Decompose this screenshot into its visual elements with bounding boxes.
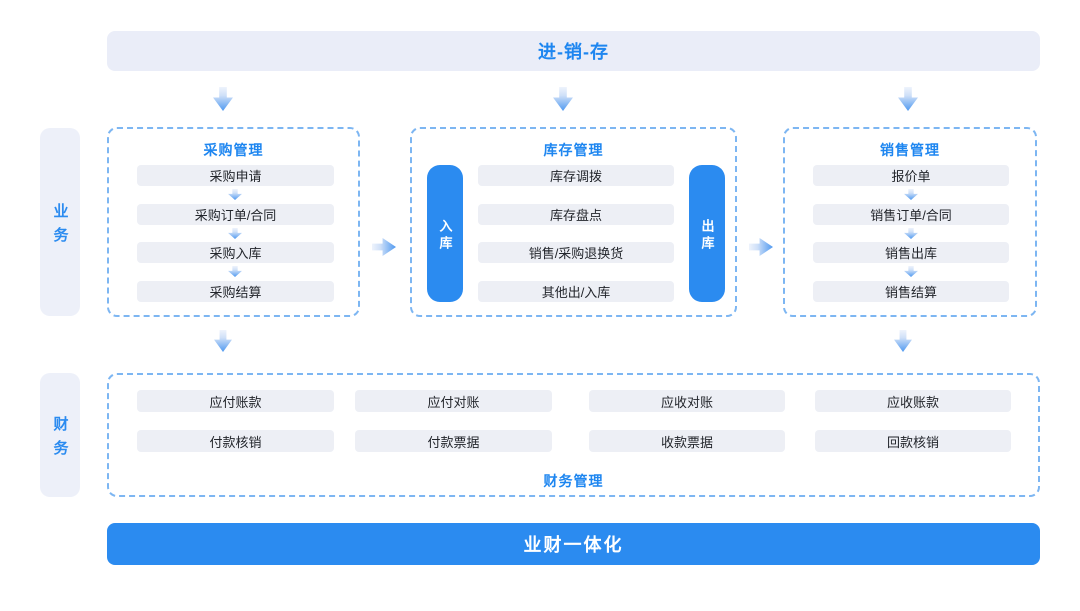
node-sales-order-contract: 销售订单/合同 [813, 204, 1009, 225]
step-arrow-icon [904, 189, 918, 200]
section-sales-title: 销售管理 [880, 142, 940, 158]
section-inventory: 库存管理 入库 库存调拨 库存盘点 销售/采购退换货 其他出/入库 出库 [410, 127, 737, 317]
side-label-business: 业务 [40, 128, 80, 316]
arrow-down-to-sales-icon [898, 87, 918, 111]
node-purchase-order-contract: 采购订单/合同 [137, 204, 334, 225]
inbound-pill-label: 入库 [437, 218, 453, 253]
node-accounts-receivable: 应收账款 [815, 390, 1011, 412]
node-purchase-inbound: 采购入库 [137, 242, 334, 263]
section-procurement-title: 采购管理 [203, 142, 264, 158]
node-payment-bills: 付款票据 [355, 430, 552, 452]
node-sales-purchase-returns: 销售/采购退换货 [478, 242, 674, 263]
node-payment-writeoff: 付款核销 [137, 430, 334, 452]
step-arrow-icon [228, 266, 242, 277]
node-receivable-reconciliation: 应收对账 [589, 390, 785, 412]
side-label-business-text: 业务 [51, 202, 69, 251]
top-banner-label: 进-销-存 [538, 42, 609, 62]
arrow-down-to-procurement-icon [213, 87, 233, 111]
arrow-sales-to-finance-icon [894, 330, 912, 352]
section-sales: 销售管理 报价单 销售订单/合同 销售出库 销售结算 [783, 127, 1037, 317]
arrow-down-to-inventory-icon [553, 87, 573, 111]
top-banner: 进-销-存 [107, 31, 1040, 71]
node-purchase-settlement: 采购结算 [137, 281, 334, 302]
arrow-procurement-to-finance-icon [214, 330, 232, 352]
bottom-banner: 业财一体化 [107, 523, 1040, 565]
outbound-pill-label: 出库 [699, 218, 715, 253]
arrow-procurement-to-inventory-icon [372, 238, 396, 256]
section-finance-title: 财务管理 [543, 473, 604, 489]
node-stock-transfer: 库存调拨 [478, 165, 674, 186]
section-procurement: 采购管理 采购申请 采购订单/合同 采购入库 采购结算 [107, 127, 360, 317]
step-arrow-icon [228, 228, 242, 239]
node-sales-settlement: 销售结算 [813, 281, 1009, 302]
node-purchase-request: 采购申请 [137, 165, 334, 186]
node-quotation: 报价单 [813, 165, 1009, 186]
section-inventory-title: 库存管理 [543, 142, 604, 158]
inbound-pill: 入库 [427, 165, 463, 302]
node-accounts-payable: 应付账款 [137, 390, 334, 412]
node-other-in-out: 其他出/入库 [478, 281, 674, 302]
arrow-inventory-to-sales-icon [749, 238, 773, 256]
step-arrow-icon [228, 189, 242, 200]
bottom-banner-label: 业财一体化 [523, 535, 624, 555]
node-payable-reconciliation: 应付对账 [355, 390, 552, 412]
side-label-finance: 财务 [40, 373, 80, 497]
node-collection-writeoff: 回款核销 [815, 430, 1011, 452]
node-receipt-bills: 收款票据 [589, 430, 785, 452]
side-label-finance-text: 财务 [51, 415, 69, 464]
step-arrow-icon [904, 266, 918, 277]
outbound-pill: 出库 [689, 165, 725, 302]
section-finance: 应付账款 应付对账 应收对账 应收账款 付款核销 付款票据 收款票据 回款核销 … [107, 373, 1040, 497]
node-sales-outbound: 销售出库 [813, 242, 1009, 263]
step-arrow-icon [904, 228, 918, 239]
node-stock-count: 库存盘点 [478, 204, 674, 225]
